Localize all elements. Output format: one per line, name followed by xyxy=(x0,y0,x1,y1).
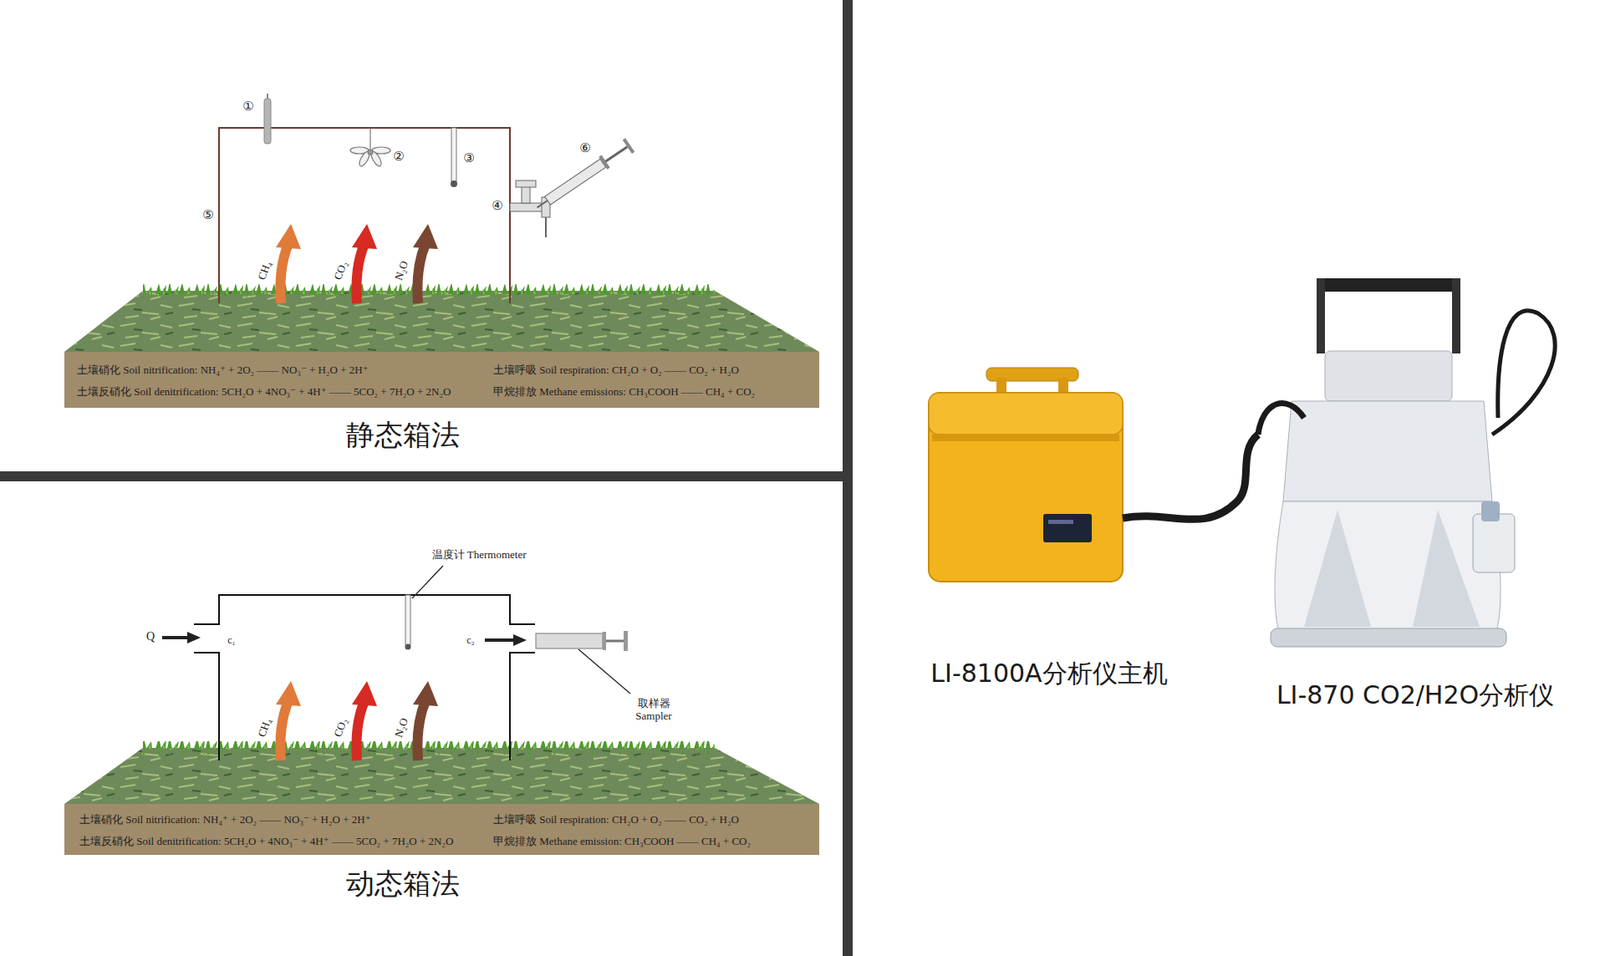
thermometer xyxy=(405,595,411,646)
callout-number: ① xyxy=(242,99,254,114)
gas-label: CO₂ xyxy=(331,259,351,282)
callout-number: ⑤ xyxy=(202,208,214,223)
static-chamber xyxy=(219,127,510,304)
grass xyxy=(142,284,715,298)
flow-label: Q xyxy=(146,630,155,644)
syringe xyxy=(532,137,635,215)
gas-arrows xyxy=(275,681,439,761)
equation-text: 土壤呼吸 Soil respiration: CH₂O + O₂ —— CO₂ … xyxy=(493,363,739,378)
instrument-caption: LI-8100A分析仪主机 xyxy=(930,659,1167,689)
method-caption: 动态箱法 xyxy=(346,867,460,901)
callout-number: ④ xyxy=(491,198,503,214)
soil-band: 土壤硝化 Soil nitrification: NH₄⁺ + 2O₂ —— N… xyxy=(64,804,820,856)
gas-label: CH₄ xyxy=(255,717,275,739)
part-label: 温度计 Thermometer xyxy=(432,549,527,562)
gas-label: N₂O xyxy=(392,259,412,282)
leader-line xyxy=(412,565,444,599)
equation-text: 甲烷排放 Methane emission: CH₃COOH —— CH₄ + … xyxy=(493,835,751,849)
soil-texture xyxy=(64,290,820,352)
callout-number: ② xyxy=(392,149,404,164)
callout-number: ⑥ xyxy=(579,141,591,156)
fan xyxy=(350,127,391,169)
soil-texture xyxy=(64,748,820,805)
equation-text: 土壤反硝化 Soil denitrification: 5CH₂O + 4NO₃… xyxy=(76,385,451,399)
grass xyxy=(142,741,715,755)
divider xyxy=(842,0,853,956)
soil-top xyxy=(64,748,820,805)
thermometer xyxy=(451,127,457,182)
part-label: 取样器 Sampler xyxy=(626,698,681,724)
instrument-caption: LI-870 CO2/H2O分析仪 xyxy=(1276,681,1555,711)
equation-text: 土壤硝化 Soil nitrification: NH₄⁺ + 2O₂ —— N… xyxy=(79,813,372,827)
analyzer-case xyxy=(928,367,1259,582)
probe xyxy=(264,98,271,144)
divider xyxy=(0,471,843,482)
equation-text: 甲烷排放 Methane emissions: CH₃COOH —— CH₄ +… xyxy=(493,385,755,399)
valve xyxy=(509,180,551,238)
callout-number: ③ xyxy=(463,151,474,166)
concentration-label: c₂ xyxy=(466,635,475,648)
soil-band: 土壤硝化 Soil nitrification: NH₄⁺ + 2O₂ —— N… xyxy=(64,351,820,408)
gas-label: CO₂ xyxy=(331,717,351,739)
sampler xyxy=(535,631,628,652)
equation-text: 土壤反硝化 Soil denitrification: 5CH₂O + 4NO₃… xyxy=(79,835,454,849)
method-caption: 静态箱法 xyxy=(346,418,460,452)
flow-arrow xyxy=(162,631,527,647)
gas-label: CH₄ xyxy=(255,259,275,282)
equation-text: 土壤硝化 Soil nitrification: NH₄⁺ + 2O₂ —— N… xyxy=(76,363,369,378)
gas-arrows xyxy=(275,224,439,304)
equation-text: 土壤呼吸 Soil respiration: CH₂O + O₂ —— CO₂ … xyxy=(493,813,739,827)
gas-label: N₂O xyxy=(392,716,412,739)
leader-line xyxy=(578,649,631,694)
dynamic-chamber xyxy=(193,595,536,761)
soil-top xyxy=(64,290,820,352)
concentration-label: c₁ xyxy=(227,635,236,648)
soil-chamber xyxy=(1258,278,1555,648)
